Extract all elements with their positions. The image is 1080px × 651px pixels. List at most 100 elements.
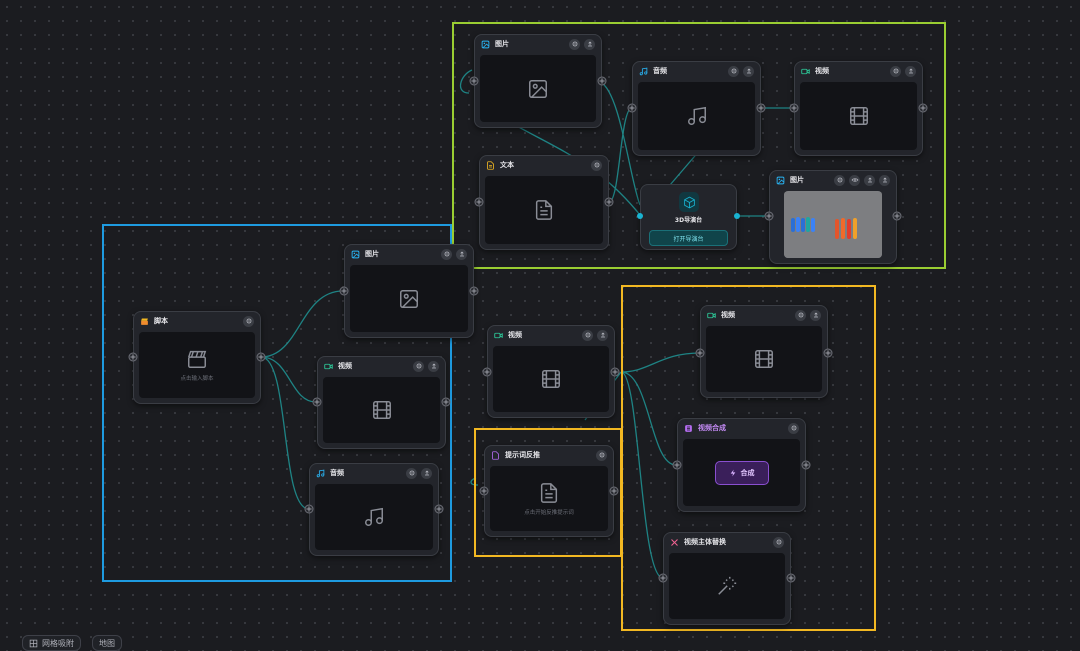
output-port[interactable]: [609, 486, 619, 496]
image-node[interactable]: 图片: [344, 244, 474, 338]
swap-icon: [670, 538, 679, 547]
settings-icon[interactable]: [788, 422, 799, 434]
output-port[interactable]: [918, 103, 928, 113]
output-port[interactable]: [256, 352, 266, 362]
output-port[interactable]: [734, 213, 740, 219]
node-title: 视频: [508, 331, 522, 339]
input-port[interactable]: [479, 486, 489, 496]
node-body[interactable]: [800, 82, 917, 150]
settings-icon[interactable]: [406, 467, 417, 479]
video-compose-node[interactable]: 视频合成 合成: [677, 418, 806, 512]
grid-snap-button[interactable]: 网格吸附: [22, 635, 81, 651]
output-port[interactable]: [604, 197, 614, 207]
input-port[interactable]: [764, 211, 774, 221]
output-port[interactable]: [610, 367, 620, 377]
input-port[interactable]: [474, 197, 484, 207]
subject-replace-node[interactable]: 视频主体替换: [663, 532, 791, 625]
script-input-area[interactable]: 点击输入脚本: [139, 332, 255, 398]
node-body[interactable]: [323, 377, 440, 443]
settings-icon[interactable]: [569, 38, 580, 50]
settings-icon[interactable]: [441, 248, 452, 260]
settings-icon[interactable]: [795, 309, 806, 321]
upload-icon[interactable]: [456, 248, 467, 260]
upload-icon[interactable]: [905, 65, 916, 77]
input-port[interactable]: [789, 103, 799, 113]
image-preview-node[interactable]: 图片: [769, 170, 897, 264]
output-port[interactable]: [597, 76, 607, 86]
upload-icon[interactable]: [810, 309, 821, 321]
node-body[interactable]: [480, 55, 596, 122]
output-port[interactable]: [892, 211, 902, 221]
open-director-button[interactable]: 打开导演台: [649, 230, 728, 246]
output-port[interactable]: [786, 573, 796, 583]
output-port[interactable]: [434, 504, 444, 514]
compose-label: 合成: [740, 468, 755, 477]
script-node[interactable]: 脚本 点击输入脚本: [133, 311, 261, 404]
output-port[interactable]: [469, 286, 479, 296]
film-placeholder-icon: [540, 368, 562, 390]
prompt-hint: 点击开始反推提示词: [524, 509, 574, 516]
node-body[interactable]: [315, 484, 433, 550]
input-port[interactable]: [312, 397, 322, 407]
film-placeholder-icon: [848, 105, 870, 127]
input-port[interactable]: [128, 352, 138, 362]
video-node[interactable]: 视频: [700, 305, 828, 398]
settings-icon[interactable]: [890, 65, 901, 77]
director-node[interactable]: 3D导演台 打开导演台: [640, 184, 737, 250]
node-body[interactable]: [706, 326, 822, 392]
image-node[interactable]: 图片: [474, 34, 602, 128]
audio-node[interactable]: 音频: [632, 61, 761, 156]
download-icon[interactable]: [879, 174, 890, 186]
node-title: 视频主体替换: [684, 538, 726, 546]
upload-icon[interactable]: [864, 174, 875, 186]
input-port[interactable]: [482, 367, 492, 377]
eye-icon[interactable]: [849, 174, 860, 186]
node-body[interactable]: [485, 176, 603, 244]
input-port[interactable]: [658, 573, 668, 583]
settings-icon[interactable]: [591, 159, 602, 171]
prompt-area[interactable]: 点击开始反推提示词: [490, 466, 608, 531]
doc-placeholder-icon: [533, 199, 555, 221]
settings-icon[interactable]: [773, 536, 784, 548]
map-button[interactable]: 地图: [92, 635, 122, 651]
upload-icon[interactable]: [428, 360, 439, 372]
input-port[interactable]: [627, 103, 637, 113]
upload-icon[interactable]: [597, 329, 608, 341]
upload-icon[interactable]: [584, 38, 595, 50]
input-port[interactable]: [304, 504, 314, 514]
map-label: 地图: [99, 638, 115, 648]
node-title: 图片: [495, 40, 509, 48]
node-body[interactable]: [493, 346, 609, 412]
upload-icon[interactable]: [743, 65, 754, 77]
upload-icon[interactable]: [421, 467, 432, 479]
video-node[interactable]: 视频: [794, 61, 923, 156]
input-port[interactable]: [469, 76, 479, 86]
output-port[interactable]: [801, 460, 811, 470]
node-body[interactable]: [638, 82, 755, 150]
settings-icon[interactable]: [582, 329, 593, 341]
node-body[interactable]: [350, 265, 468, 332]
input-port[interactable]: [637, 213, 643, 219]
settings-icon[interactable]: [596, 449, 607, 461]
text-node[interactable]: 文本: [479, 155, 609, 250]
audio-node[interactable]: 音频: [309, 463, 439, 556]
output-port[interactable]: [756, 103, 766, 113]
compose-button[interactable]: 合成: [714, 460, 769, 485]
settings-icon[interactable]: [834, 174, 845, 186]
settings-icon[interactable]: [413, 360, 424, 372]
output-port[interactable]: [823, 348, 833, 358]
director-title: 3D导演台: [674, 217, 703, 224]
video-node[interactable]: 视频: [317, 356, 446, 449]
node-title: 视频: [338, 362, 352, 370]
output-port[interactable]: [441, 397, 451, 407]
node-body[interactable]: [669, 553, 785, 619]
input-port[interactable]: [672, 460, 682, 470]
prompt-reverse-node[interactable]: 提示词反推 点击开始反推提示词: [484, 445, 614, 537]
image-preview[interactable]: [784, 191, 882, 258]
settings-icon[interactable]: [728, 65, 739, 77]
input-port[interactable]: [695, 348, 705, 358]
node-title: 脚本: [154, 317, 168, 325]
input-port[interactable]: [339, 286, 349, 296]
video-node[interactable]: 视频: [487, 325, 615, 418]
settings-icon[interactable]: [243, 315, 254, 327]
